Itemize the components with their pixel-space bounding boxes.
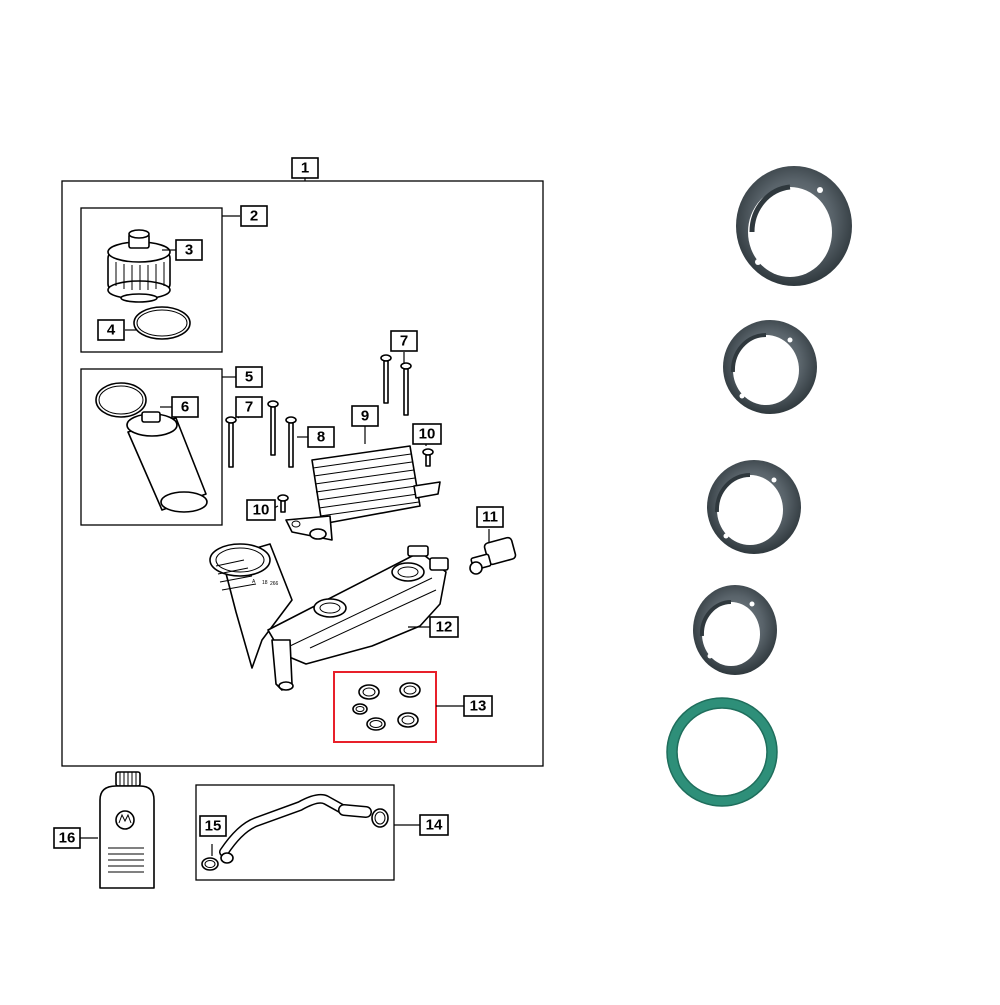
svg-text:3: 3 bbox=[185, 242, 193, 259]
oil-cooler bbox=[285, 445, 441, 541]
callout-6: 6 bbox=[171, 396, 199, 418]
callout-10-upper: 10 bbox=[412, 423, 442, 445]
callout-8: 8 bbox=[307, 426, 335, 448]
callout-14: 14 bbox=[419, 814, 449, 836]
svg-text:9: 9 bbox=[361, 408, 369, 425]
callout-11: 11 bbox=[476, 506, 504, 528]
svg-text:18: 18 bbox=[262, 580, 268, 586]
seal-photo-small bbox=[693, 585, 777, 675]
o-ring-photo-green bbox=[666, 697, 778, 807]
svg-text:8: 8 bbox=[317, 429, 325, 446]
subframe-filter bbox=[80, 368, 223, 526]
svg-text:12: 12 bbox=[436, 619, 453, 636]
seal-kit-highlight bbox=[333, 671, 437, 743]
callout-2: 2 bbox=[240, 205, 268, 227]
svg-text:4: 4 bbox=[107, 322, 116, 339]
callout-15: 15 bbox=[199, 815, 227, 837]
hose-clamp bbox=[201, 857, 219, 871]
svg-text:10: 10 bbox=[253, 502, 270, 519]
bolt-8 bbox=[285, 416, 297, 468]
svg-text:11: 11 bbox=[482, 509, 498, 526]
callout-16: 16 bbox=[53, 827, 81, 849]
oil-filter-cap bbox=[107, 229, 171, 303]
callout-10-lower: 10 bbox=[246, 499, 276, 521]
callout-9: 9 bbox=[351, 405, 379, 427]
svg-text:16: 16 bbox=[59, 830, 76, 847]
screw-upper bbox=[422, 448, 434, 467]
svg-text:14: 14 bbox=[426, 817, 443, 834]
svg-text:15: 15 bbox=[205, 818, 222, 835]
svg-text:266: 266 bbox=[270, 581, 279, 587]
long-bolt-mid bbox=[267, 400, 279, 456]
long-bolt-upper-right bbox=[400, 362, 412, 416]
long-bolt-upper-left bbox=[380, 354, 392, 404]
engine-oil-bottle bbox=[99, 771, 155, 889]
assembly-frame bbox=[61, 180, 544, 767]
seal-photo-large bbox=[736, 166, 852, 286]
svg-text:2: 2 bbox=[250, 208, 258, 225]
svg-text:7: 7 bbox=[400, 333, 408, 350]
filter-element-o-ring bbox=[95, 382, 147, 418]
callout-1: 1 bbox=[291, 157, 319, 179]
svg-text:A: A bbox=[252, 579, 256, 585]
callout-7-left: 7 bbox=[235, 396, 263, 418]
callout-5: 5 bbox=[235, 366, 263, 388]
callout-7-upper: 7 bbox=[390, 330, 418, 352]
seal-photo-medium-1 bbox=[723, 320, 817, 414]
svg-text:10: 10 bbox=[419, 426, 436, 443]
oil-pressure-sensor bbox=[469, 536, 517, 575]
subframe-cap bbox=[80, 207, 223, 353]
oil-hose bbox=[219, 793, 389, 864]
seal-kit-parts bbox=[352, 682, 421, 731]
filter-cap-o-ring bbox=[133, 306, 191, 340]
svg-text:1: 1 bbox=[301, 160, 309, 177]
callout-12: 12 bbox=[429, 616, 459, 638]
subframe-hose bbox=[195, 784, 395, 881]
callout-3: 3 bbox=[175, 239, 203, 261]
screw-lower bbox=[277, 494, 289, 513]
callout-4: 4 bbox=[97, 319, 125, 341]
svg-text:5: 5 bbox=[245, 369, 253, 386]
svg-text:7: 7 bbox=[245, 399, 253, 416]
svg-text:6: 6 bbox=[181, 399, 189, 416]
svg-text:13: 13 bbox=[470, 698, 487, 715]
oil-filter-housing: A 18 266 bbox=[209, 543, 449, 691]
long-bolt-left bbox=[225, 416, 237, 468]
oil-filter-element bbox=[126, 411, 208, 513]
callout-13: 13 bbox=[463, 695, 493, 717]
seal-photo-medium-2 bbox=[707, 460, 801, 554]
